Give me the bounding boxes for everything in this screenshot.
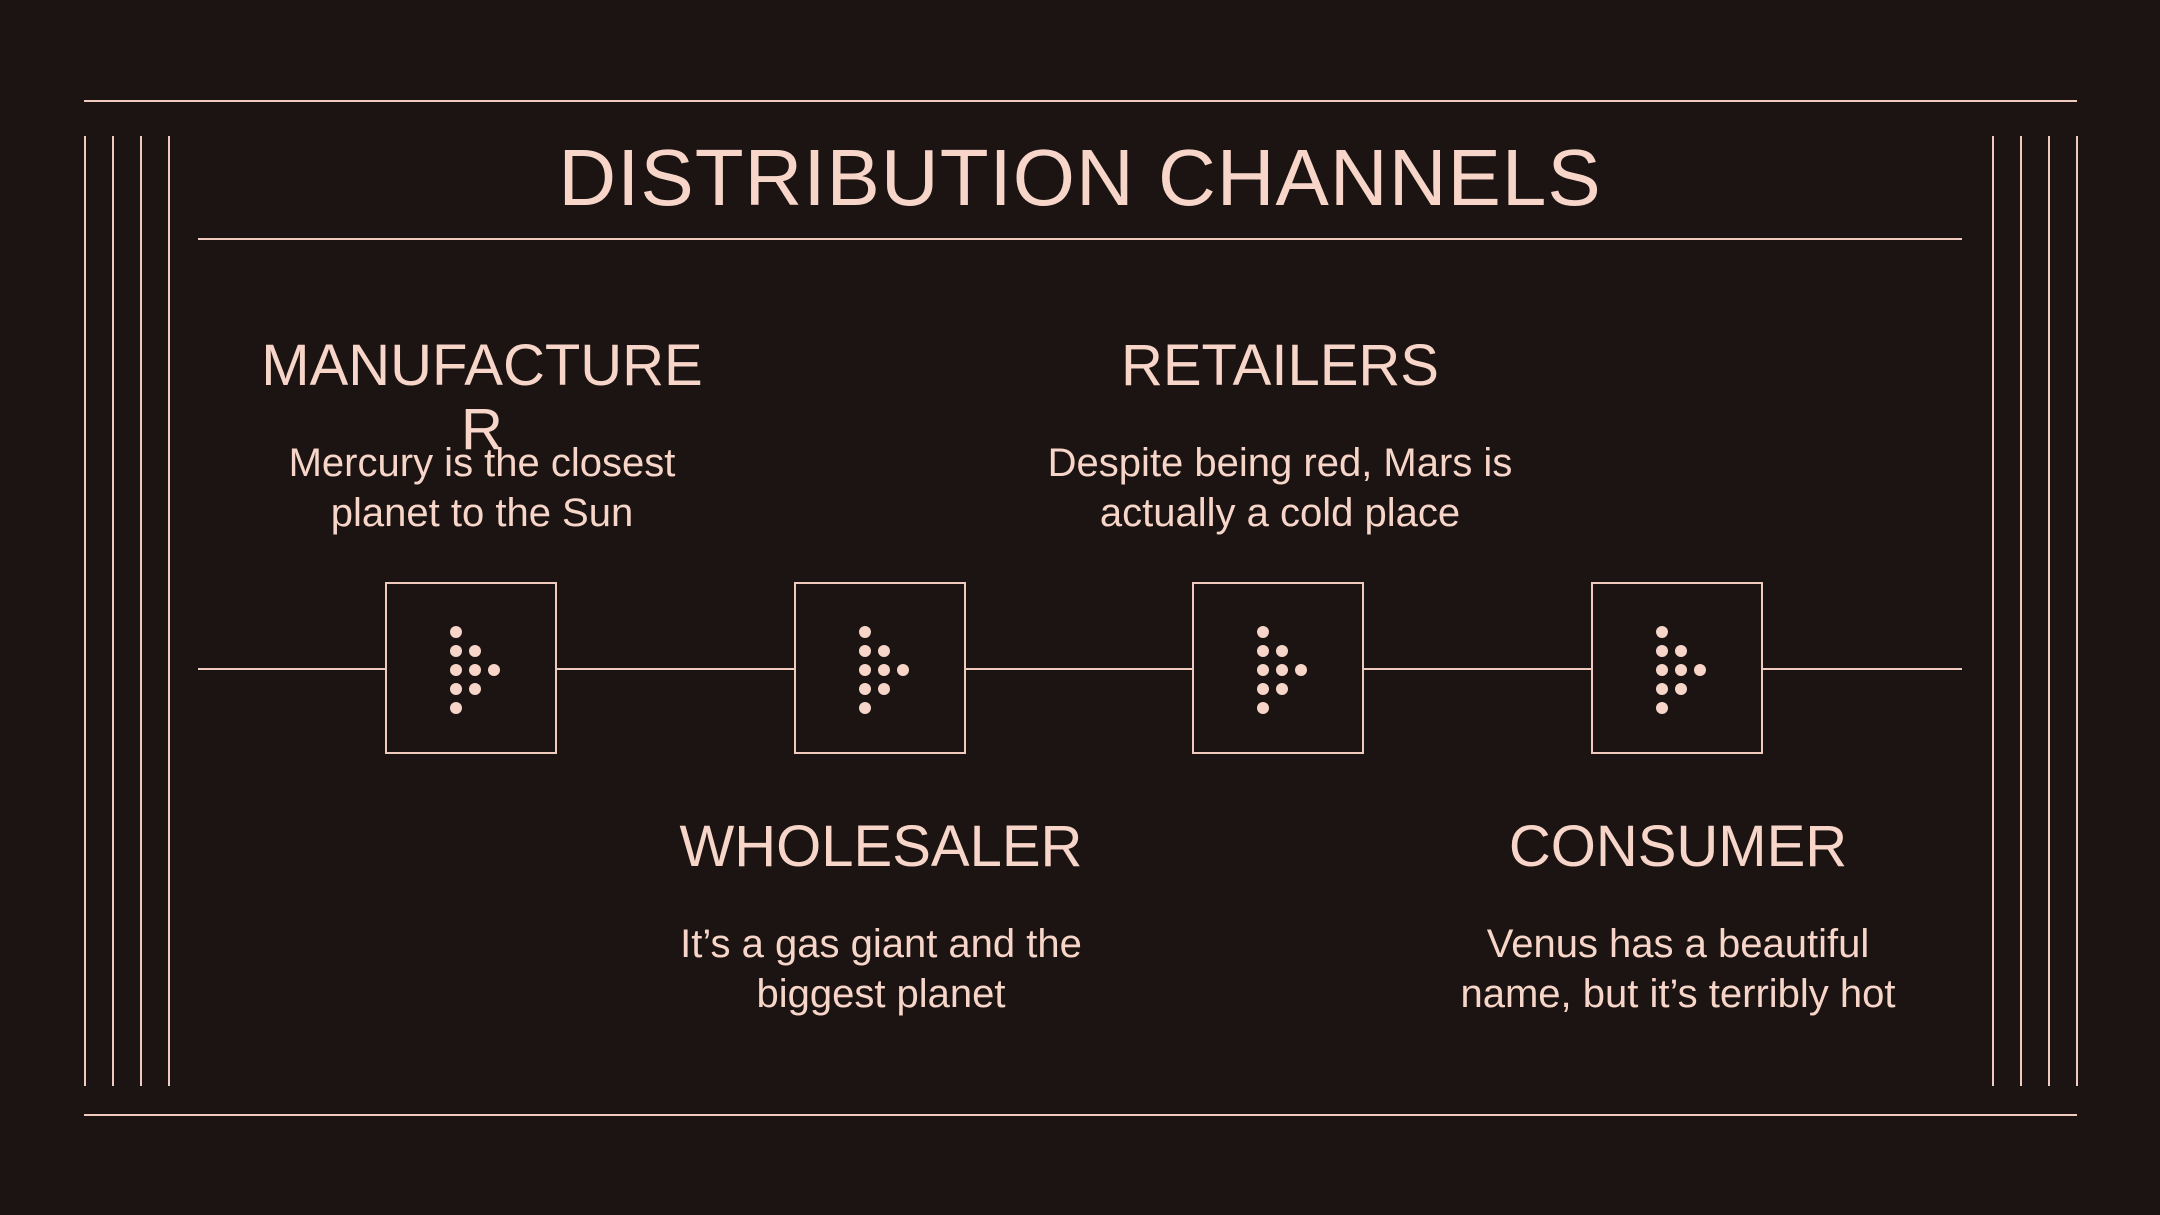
stage-node-consumer: [1591, 582, 1763, 754]
title-underline: [198, 238, 1962, 240]
dot-arrow-icon: [1656, 626, 1706, 714]
dot-arrow-icon: [450, 626, 500, 714]
page-title: DISTRIBUTION CHANNELS: [558, 133, 1602, 222]
dot-arrow-icon: [1257, 626, 1307, 714]
frame-bottom-line: [84, 1114, 2077, 1116]
frame-left-line-4: [168, 136, 170, 1086]
frame-right-line-3: [2048, 136, 2050, 1086]
stage-desc-retailers: Despite being red, Mars is actually a co…: [1047, 441, 1513, 535]
frame-left-line-3: [140, 136, 142, 1086]
frame-right-line-4: [2076, 136, 2078, 1086]
dot-arrow-icon: [859, 626, 909, 714]
stage-title-consumer: CONSUMER: [1508, 814, 1848, 879]
stage-title-manufacturer: MANUFACTURER: [261, 333, 703, 462]
frame-right-line-2: [2020, 136, 2022, 1086]
frame-left-line-1: [84, 136, 86, 1086]
stage-node-wholesaler: [794, 582, 966, 754]
stage-title-retailers: RETAILERS: [1120, 333, 1439, 398]
stage-node-retailers: [1192, 582, 1364, 754]
frame-right-line-1: [1992, 136, 1994, 1086]
stage-desc-wholesaler: It’s a gas giant and the biggest planet: [680, 922, 1082, 1016]
frame-top-line: [84, 100, 2077, 102]
stage-desc-manufacturer: Mercury is the closest planet to the Sun: [288, 441, 676, 535]
frame-left-line-2: [112, 136, 114, 1086]
stage-node-manufacturer: [385, 582, 557, 754]
stage-title-wholesaler: WHOLESALER: [679, 814, 1083, 879]
stage-desc-consumer: Venus has a beautiful name, but it’s ter…: [1460, 922, 1896, 1016]
flow-line: [198, 668, 1962, 670]
